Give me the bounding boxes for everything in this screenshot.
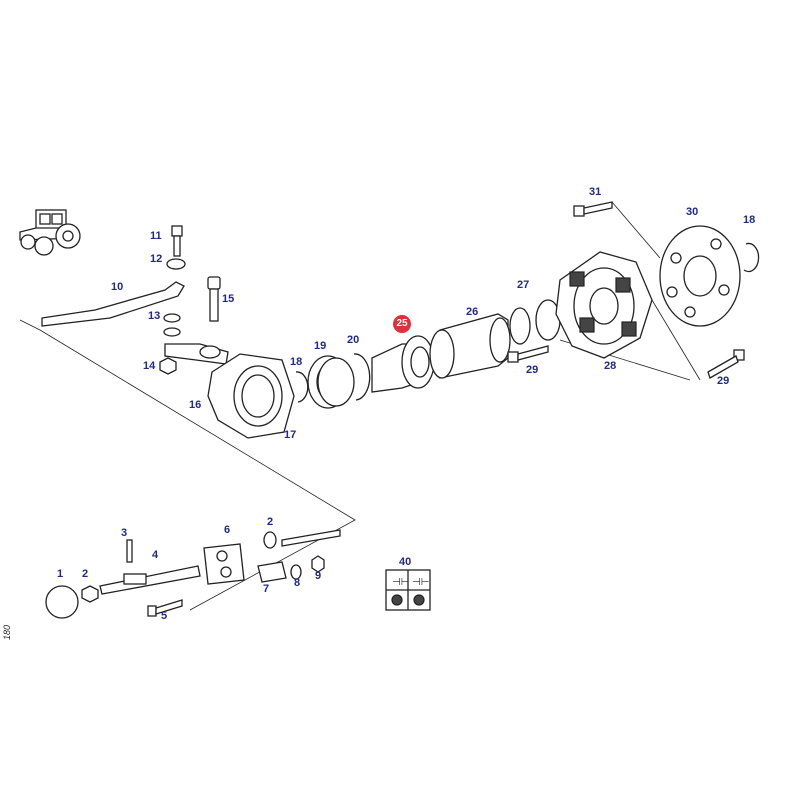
label-part-17[interactable]: 17 bbox=[284, 429, 297, 441]
label-part-14[interactable]: 14 bbox=[143, 360, 156, 372]
circlip-18-right bbox=[743, 242, 760, 273]
label-part-12[interactable]: 12 bbox=[150, 253, 163, 265]
label-part-20[interactable]: 20 bbox=[347, 334, 360, 346]
label-part-31[interactable]: 31 bbox=[589, 186, 602, 198]
label-part-13[interactable]: 13 bbox=[148, 310, 161, 322]
side-code: 180 bbox=[2, 624, 12, 640]
nut-14 bbox=[159, 357, 177, 375]
bolt-29-lower bbox=[507, 345, 549, 363]
bolt-11 bbox=[171, 225, 183, 257]
knob-1 bbox=[45, 585, 79, 619]
nut-2-lower bbox=[81, 585, 99, 603]
kit-40-icon: ⊣⊢ ⊣⊢ bbox=[385, 569, 431, 611]
rod-4 bbox=[99, 565, 201, 595]
housing-16 bbox=[207, 353, 295, 439]
label-part-25-highlighted[interactable]: 25 bbox=[393, 315, 411, 333]
label-part-8[interactable]: 8 bbox=[294, 577, 301, 589]
label-part-26[interactable]: 26 bbox=[466, 306, 479, 318]
label-part-29-right[interactable]: 29 bbox=[717, 375, 730, 387]
label-part-18-right[interactable]: 18 bbox=[743, 214, 756, 226]
svg-text:⊣⊢: ⊣⊢ bbox=[412, 577, 429, 588]
bolt-31 bbox=[573, 201, 613, 217]
pin-15 bbox=[207, 276, 221, 322]
label-part-9[interactable]: 9 bbox=[315, 570, 322, 582]
label-part-6[interactable]: 6 bbox=[224, 524, 231, 536]
washer-2-upper bbox=[263, 531, 277, 549]
label-part-30[interactable]: 30 bbox=[686, 206, 699, 218]
label-part-10[interactable]: 10 bbox=[111, 281, 124, 293]
bolt-29-right bbox=[707, 349, 745, 379]
washer-13b bbox=[163, 327, 181, 337]
coupling-26 bbox=[429, 313, 511, 379]
label-part-7[interactable]: 7 bbox=[263, 583, 270, 595]
label-part-29-lower[interactable]: 29 bbox=[526, 364, 539, 376]
label-part-19[interactable]: 19 bbox=[314, 340, 327, 352]
ring-20 bbox=[353, 353, 371, 401]
label-part-27[interactable]: 27 bbox=[517, 279, 530, 291]
circlip-18-left bbox=[295, 371, 309, 403]
washer-8 bbox=[290, 564, 302, 580]
tractor-icon bbox=[19, 209, 81, 256]
label-part-16[interactable]: 16 bbox=[189, 399, 202, 411]
washer-12 bbox=[166, 258, 186, 270]
label-part-11[interactable]: 11 bbox=[150, 230, 162, 242]
label-part-15[interactable]: 15 bbox=[222, 293, 235, 305]
flange-30 bbox=[659, 225, 741, 327]
rubber-coupling-28 bbox=[555, 251, 653, 359]
nut-9 bbox=[311, 555, 325, 573]
label-part-5[interactable]: 5 bbox=[161, 610, 168, 622]
washer-13 bbox=[163, 313, 181, 323]
label-part-1[interactable]: 1 bbox=[57, 568, 64, 580]
plate-6 bbox=[203, 543, 245, 585]
label-part-4[interactable]: 4 bbox=[152, 549, 159, 561]
bolt-5 bbox=[147, 599, 183, 617]
plate-7 bbox=[257, 561, 287, 583]
shaft-25 bbox=[371, 335, 435, 393]
label-part-2-upper[interactable]: 2 bbox=[267, 516, 274, 528]
pin-3 bbox=[126, 539, 133, 563]
bolt-upper bbox=[281, 529, 341, 547]
svg-text:⊣⊢: ⊣⊢ bbox=[392, 577, 409, 588]
arm-10 bbox=[41, 281, 185, 327]
label-part-18-left[interactable]: 18 bbox=[290, 356, 303, 368]
ring-27a bbox=[509, 307, 531, 345]
label-part-28[interactable]: 28 bbox=[604, 360, 617, 372]
label-part-3[interactable]: 3 bbox=[121, 527, 128, 539]
label-part-2-lower[interactable]: 2 bbox=[82, 568, 89, 580]
bearing-19 bbox=[307, 355, 355, 409]
label-part-40[interactable]: 40 bbox=[399, 556, 412, 568]
